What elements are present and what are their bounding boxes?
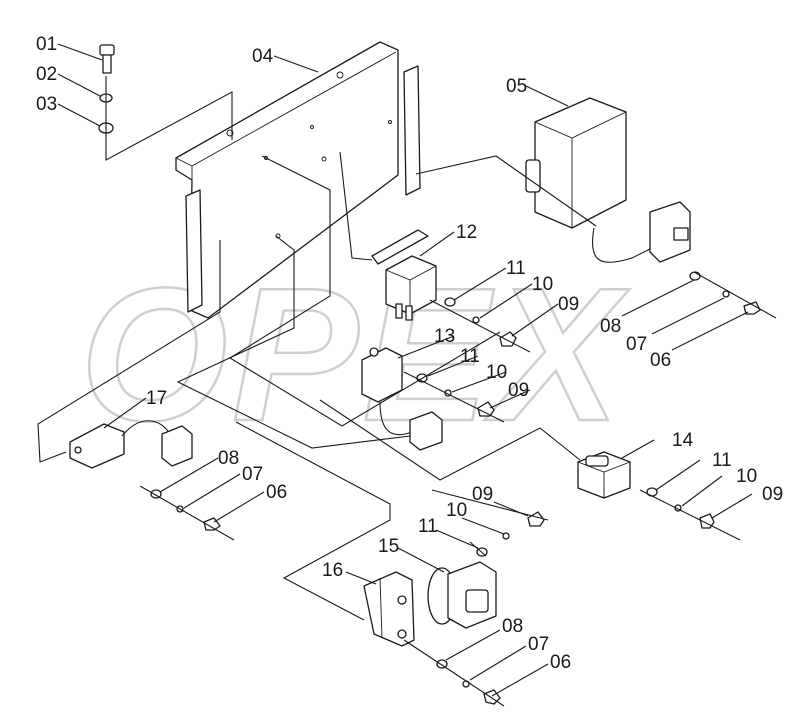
fasteners [150,271,761,705]
callout-17: 17 [146,388,167,409]
watermark-text: OPEX [80,249,630,461]
bolt-01 [99,44,115,74]
callout-02: 02 [36,64,57,85]
callout-08b: 08 [218,448,239,469]
callout-09b: 09 [508,380,529,401]
callout-06b: 06 [266,482,287,503]
assembly-lines [37,151,777,707]
callout-13: 13 [434,326,455,347]
callout-10b: 10 [486,362,507,383]
module-17 [69,420,193,469]
callout-09c: 09 [762,484,783,505]
callout-07c: 07 [528,634,549,655]
callout-11d: 11 [418,516,438,537]
callout-15: 15 [378,536,399,557]
callout-16: 16 [322,560,343,581]
callout-07a: 07 [626,334,647,355]
callout-06a: 06 [650,350,671,371]
callout-09d: 09 [472,484,493,505]
callout-03: 03 [36,94,57,115]
callout-07b: 07 [242,464,263,485]
callout-11a: 11 [506,258,526,279]
unit-15 [427,561,497,629]
callout-11c: 11 [712,450,732,471]
callout-11b: 11 [460,346,480,367]
leader-lines [57,43,753,697]
callout-labels: 01 02 03 04 05 12 11 10 09 13 11 10 09 0… [36,34,783,673]
callout-14: 14 [672,430,694,451]
callout-10a: 10 [532,274,553,295]
watermark-logo: OPEX [79,248,630,463]
callout-08c: 08 [502,616,523,637]
module-13 [361,347,443,451]
callout-05: 05 [506,76,527,97]
bracket-04 [175,41,421,319]
module-05 [525,97,691,263]
callout-10d: 10 [446,500,467,521]
callout-01: 01 [36,34,57,55]
bracket-16 [363,571,415,647]
callout-06c: 06 [550,652,571,673]
callout-08a: 08 [600,316,621,337]
callout-09a: 09 [558,294,579,315]
callout-04: 04 [252,46,274,67]
relay-12 [371,229,437,321]
callout-10c: 10 [736,466,757,487]
module-14 [577,451,631,499]
callout-12: 12 [456,222,477,243]
